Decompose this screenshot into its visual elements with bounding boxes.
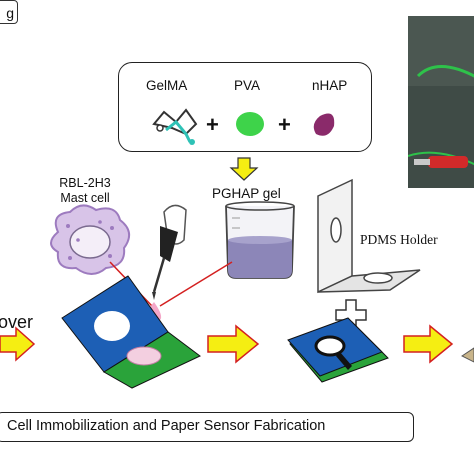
cell-label: RBL-2H3 Mast cell: [50, 176, 120, 206]
flow-arrow-2: [207, 324, 260, 364]
gelma-molecule-icon: [152, 108, 198, 145]
assembled-paper-sensor: [287, 317, 389, 383]
gel-connector-line: [159, 261, 233, 307]
caption-text: Cell Immobilization and Paper Sensor Fab…: [7, 418, 326, 434]
left-edge-label: over: [0, 312, 34, 332]
nhap-label: nHAP: [312, 78, 348, 93]
nhap-particle-icon: [313, 113, 335, 136]
mix-down-arrow: [229, 157, 259, 181]
cell-label-line1: RBL-2H3: [59, 176, 111, 190]
pghap-gel-label: PGHAP gel: [212, 186, 281, 201]
mast-cell-icon: [50, 204, 131, 275]
folded-paper-sensor: [61, 275, 201, 389]
beaker-icon: [225, 201, 295, 279]
next-step-fragment: [461, 347, 474, 363]
flow-arrow-1: [0, 326, 36, 362]
plus-sign-1: +: [206, 112, 219, 137]
gelma-label: GelMA: [146, 78, 188, 93]
materials-box: [118, 62, 372, 152]
pva-particle-icon: [236, 112, 264, 136]
pipette-icon: [152, 204, 187, 300]
panel-tag: g: [0, 0, 18, 24]
device-photo: [408, 16, 474, 188]
pva-label: PVA: [234, 78, 261, 93]
pdms-holder-label: PDMS Holder: [360, 232, 438, 247]
cell-label-line2: Mast cell: [60, 191, 110, 205]
plus-sign-2: +: [278, 112, 291, 137]
pdms-holder-icon: [317, 178, 421, 294]
caption-box: Cell Immobilization and Paper Sensor Fab…: [0, 412, 414, 442]
flow-arrow-3: [403, 324, 454, 364]
